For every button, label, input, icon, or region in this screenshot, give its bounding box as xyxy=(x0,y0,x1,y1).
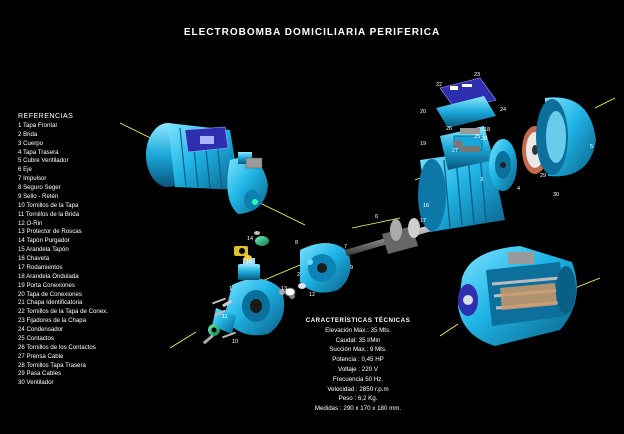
motor-body-illustration xyxy=(418,126,517,232)
references-heading: REFERENCIAS xyxy=(18,113,74,120)
reference-item: 17 Rodamientos xyxy=(18,263,63,271)
part-label-14: 14 xyxy=(247,236,253,242)
part-label-20: 20 xyxy=(420,109,426,115)
part-label-4: 4 xyxy=(517,186,520,192)
part-label-8: 8 xyxy=(295,240,298,246)
part-label-15: 15 xyxy=(246,259,252,265)
part-label-2: 2 xyxy=(297,272,300,278)
reference-item: 7 Impulsor xyxy=(18,175,47,183)
part-label-10: 10 xyxy=(232,339,238,345)
part-label-28: 28 xyxy=(481,136,487,142)
reference-item: 16 Chaveta xyxy=(18,255,50,262)
reference-item: 18 Arandela Ondulada xyxy=(18,272,79,280)
connection-box-illustration xyxy=(436,77,497,148)
reference-item: 29 Pasa Cables xyxy=(18,370,62,378)
reference-item: 27 Prensa Cable xyxy=(18,352,64,360)
part-label-5: 5 xyxy=(590,144,593,150)
part-label-18: 18 xyxy=(484,127,490,133)
part-label-26: 26 xyxy=(446,126,452,132)
reference-item: 26 Tornillos de los Contactos xyxy=(18,343,96,351)
reference-item: 24 Condensador xyxy=(18,326,64,333)
reference-item: 25 Contactos xyxy=(18,334,54,342)
spec-item: Potencia : 0,45 HP xyxy=(332,356,384,364)
spec-item: Frecuencia 50 Hz. xyxy=(332,375,384,383)
reference-item: 8 Seguro Seger xyxy=(18,184,61,191)
page-title: ELECTROBOMBA DOMICILIARIA PERIFERICA xyxy=(183,27,441,38)
spec-item: Peso : 6,2 Kg. xyxy=(338,395,378,403)
reference-item: 1 Tapa Frontal xyxy=(18,121,57,129)
reference-item: 23 Fijadores de la Chapa xyxy=(18,317,87,325)
part-label-13: 13 xyxy=(281,286,287,292)
spec-item: Elevación Max.: 35 Mts. xyxy=(325,326,391,334)
reference-item: 10 Tornillos de la Tapa xyxy=(18,201,79,209)
part-label-6: 6 xyxy=(375,214,378,220)
part-label-9: 9 xyxy=(350,265,353,271)
reference-item: 12 O-Rin xyxy=(18,219,43,227)
spec-item: Caudal: 35 l/Min xyxy=(335,336,381,344)
reference-item: 5 Cubre Ventilador xyxy=(18,157,69,165)
part-label-1: 1 xyxy=(229,286,232,292)
part-label-27: 27 xyxy=(452,148,458,154)
part-label-30: 30 xyxy=(553,192,559,198)
pump-body-exploded-illustration xyxy=(202,231,295,345)
reference-item: 15 Arandela Tapón xyxy=(18,246,69,254)
reference-item: 20 Tapa de Conexiones xyxy=(18,290,82,298)
reference-item: 28 Tornillos Tapa Trasera xyxy=(18,361,86,369)
part-label-17: 17 xyxy=(420,218,426,224)
technical-specs: CARACTERÍSTICAS TÉCNICAS Elevación Max.:… xyxy=(298,316,418,414)
reference-item: 4 Tapa Trasera xyxy=(18,148,59,156)
part-label-24: 24 xyxy=(500,107,506,113)
spec-item: Voltaje : 220 V xyxy=(338,365,378,373)
reference-item: 6 Eje xyxy=(18,166,32,174)
spec-item: Velocidad : 2850 r.p.m xyxy=(327,385,389,393)
spec-item: Succión Max.: 9 Mts. xyxy=(329,346,387,354)
fan-cover-illustration xyxy=(536,97,596,177)
specs-heading: CARACTERÍSTICAS TÉCNICAS xyxy=(305,317,411,324)
reference-item: 21 Chapa Identificatoria xyxy=(18,299,83,307)
reference-item: 14 Tapón Purgador xyxy=(18,237,70,245)
cutaway-motor-illustration xyxy=(458,246,577,346)
reference-item: 30 Ventilador xyxy=(18,379,54,387)
reference-item: 13 Protector de Roscas xyxy=(18,228,82,236)
impeller-illustration xyxy=(284,242,351,297)
reference-item: 9 Sello - Retén xyxy=(18,192,59,200)
reference-item: 22 Tornillos de la Tapa de Conex. xyxy=(18,308,108,316)
part-label-12: 12 xyxy=(309,292,315,298)
part-label-16: 16 xyxy=(423,203,429,209)
part-label-23: 23 xyxy=(474,72,480,78)
reference-item: 11 Tornillos de la Brida xyxy=(18,210,80,218)
part-label-3: 3 xyxy=(480,177,483,183)
part-label-19: 19 xyxy=(420,141,426,147)
part-label-7: 7 xyxy=(344,244,347,250)
part-label-22: 22 xyxy=(436,82,442,88)
reference-item: 3 Cuerpo xyxy=(18,139,44,147)
assembled-pump-illustration xyxy=(146,123,268,214)
part-label-11: 11 xyxy=(222,314,228,320)
part-label-29: 29 xyxy=(540,173,546,179)
spec-item: Medidas : 290 x 170 x 180 mm. xyxy=(314,405,402,413)
reference-item: 2 Brida xyxy=(18,130,38,138)
part-label-25: 25 xyxy=(474,134,480,140)
reference-item: 19 Porta Conexiones xyxy=(18,281,75,289)
part-number-labels: 1 2 3 4 5 6 7 8 9 10 11 12 13 14 15 16 1… xyxy=(222,72,593,345)
